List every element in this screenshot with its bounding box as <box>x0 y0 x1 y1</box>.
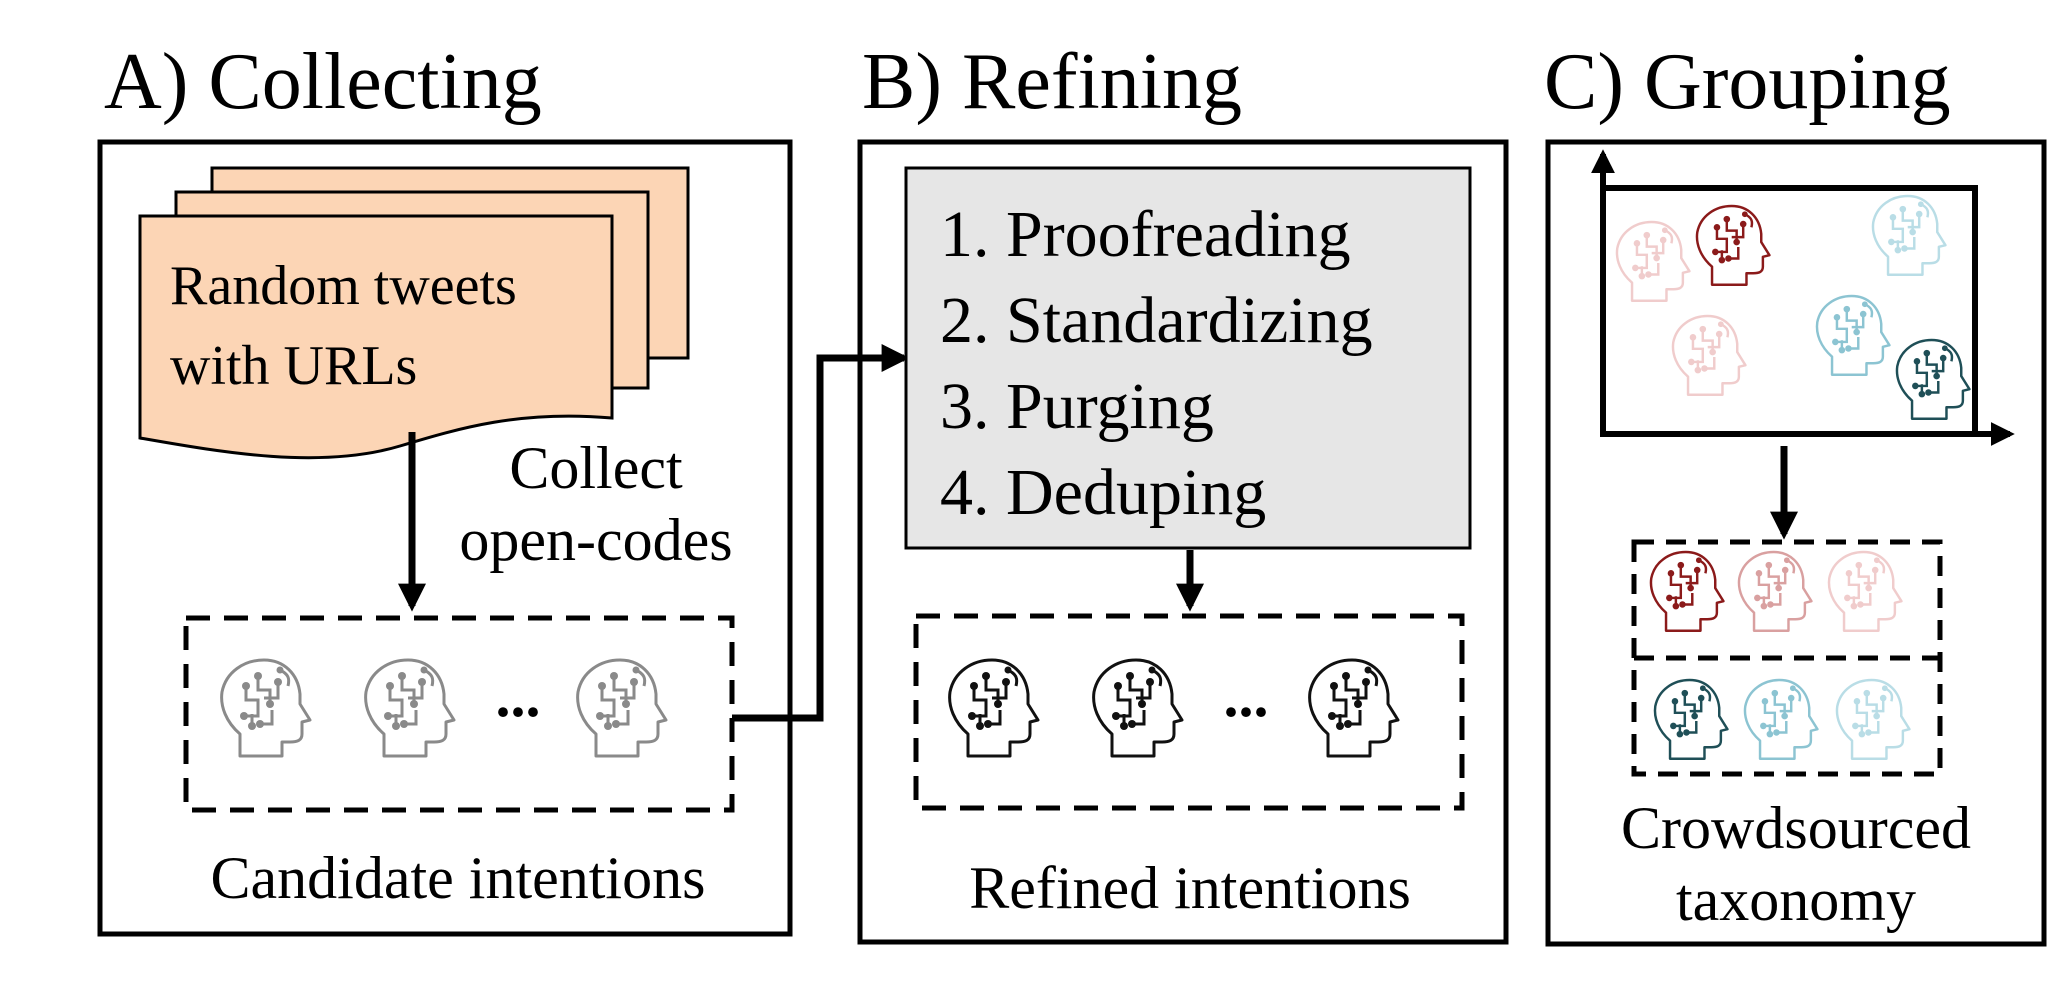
taxonomy-label-line-2: taxonomy <box>1676 867 1916 933</box>
brain-circuit-head-icon <box>948 658 1040 758</box>
step-4: 4. Deduping <box>940 456 1266 529</box>
candidate-heads <box>220 658 668 758</box>
brain-circuit-head-icon <box>576 658 668 758</box>
brain-circuit-head-icon <box>1308 658 1400 758</box>
arrow-label-line-1: Collect <box>509 435 683 501</box>
brain-circuit-head-icon <box>1737 550 1813 632</box>
brain-circuit-head-icon <box>1092 658 1184 758</box>
brain-circuit-head-icon <box>1671 314 1747 396</box>
group-teal <box>1653 678 1911 760</box>
panel-c-frame <box>1545 139 2047 947</box>
candidate-label: Candidate intentions <box>211 845 706 911</box>
panel-grouping: C) Grouping Crowdsourced taxonomy <box>1544 38 2047 947</box>
brain-circuit-head-icon <box>220 658 312 758</box>
step-2: 2. Standardizing <box>940 284 1373 357</box>
taxonomy-label-line-1: Crowdsourced <box>1621 795 1971 861</box>
ellipsis: ... <box>1224 663 1269 729</box>
document-text-line-1: Random tweets <box>170 255 517 317</box>
brain-circuit-head-icon <box>1743 678 1819 760</box>
group-red <box>1649 550 1903 632</box>
brain-circuit-head-icon <box>1615 220 1691 302</box>
refined-heads <box>948 658 1400 758</box>
panel-a-title: A) Collecting <box>104 38 542 126</box>
step-1: 1. Proofreading <box>940 198 1351 271</box>
steps-box <box>904 166 1472 550</box>
panel-collecting: A) Collecting Random tweets with URLs Co… <box>97 38 793 937</box>
brain-circuit-head-icon <box>1895 338 1971 420</box>
brain-circuit-head-icon <box>364 658 456 758</box>
step-3: 3. Purging <box>940 370 1214 443</box>
panel-b-frame <box>857 139 1509 945</box>
arrow-icon <box>732 344 910 722</box>
refined-box <box>913 613 1465 811</box>
document-text-line-2: with URLs <box>170 335 417 397</box>
refined-label: Refined intentions <box>969 855 1411 921</box>
brain-circuit-head-icon <box>1815 294 1891 376</box>
brain-circuit-head-icon <box>1649 550 1725 632</box>
brain-circuit-head-icon <box>1695 204 1771 286</box>
arrow-label-line-2: open-codes <box>459 507 732 573</box>
brain-circuit-head-icon <box>1835 678 1911 760</box>
brain-circuit-head-icon <box>1653 678 1729 760</box>
panel-refining: B) Refining 1. Proofreading 2. Standardi… <box>857 38 1509 945</box>
brain-circuit-head-icon <box>1827 550 1903 632</box>
panel-a-frame <box>97 139 793 937</box>
panel-c-title: C) Grouping <box>1544 38 1951 126</box>
brain-circuit-head-icon <box>1871 194 1947 276</box>
document-stack-icon <box>138 166 690 460</box>
candidate-box <box>183 615 735 813</box>
panel-b-title: B) Refining <box>862 38 1242 126</box>
scatter-plot <box>1591 149 2015 446</box>
ellipsis: ... <box>496 663 541 729</box>
